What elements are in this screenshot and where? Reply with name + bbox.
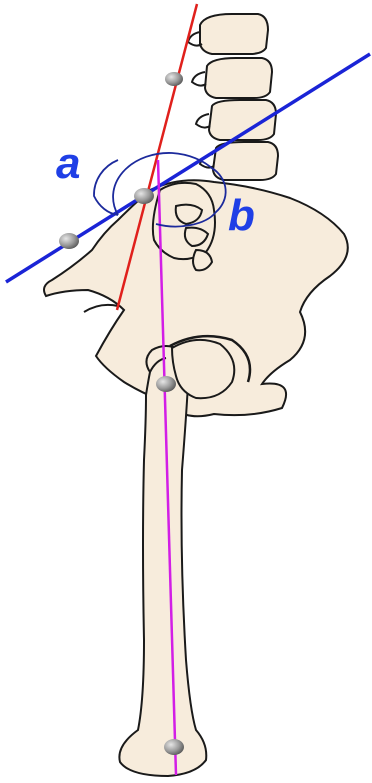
vertebra-2 [192, 58, 272, 98]
angle-b-label: b [228, 191, 255, 240]
landmark-marker [164, 739, 184, 755]
landmark-marker [165, 72, 183, 86]
landmark-marker [156, 376, 176, 392]
vertebra-1 [188, 14, 268, 54]
landmark-marker [134, 188, 154, 204]
lumbar-vertebrae [188, 14, 278, 180]
landmark-marker [59, 233, 79, 249]
pelvic-contour [84, 305, 118, 312]
angle-a-label: a [56, 139, 80, 188]
vertebra-4 [200, 142, 278, 180]
